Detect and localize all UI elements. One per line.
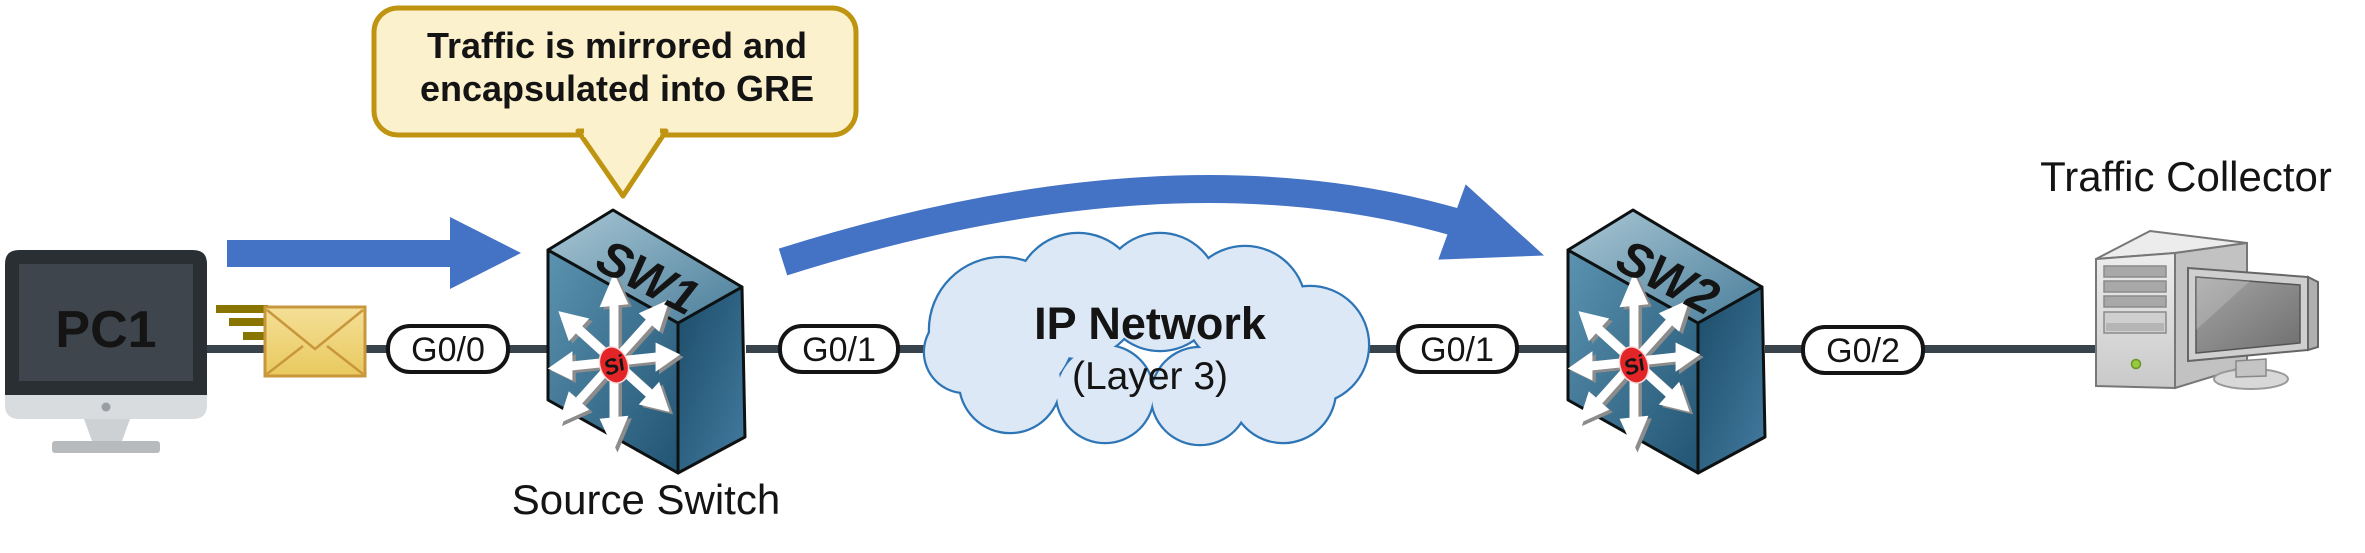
pc-icon: PC1	[5, 250, 207, 453]
interface-pill-label: G0/2	[1826, 332, 1900, 370]
pc-stand-neck	[84, 419, 130, 441]
power-led	[2130, 358, 2142, 370]
callout-tail	[575, 128, 669, 199]
callout-text-line1: Traffic is mirrored and	[427, 25, 807, 66]
envelope-icon	[263, 305, 367, 378]
interface-pill-g0-1-right: G0/1	[1396, 324, 1519, 374]
interface-pill-label: G0/1	[1420, 331, 1494, 369]
callout-text-line2: encapsulated into GRE	[420, 68, 814, 109]
cloud-title: IP Network	[1034, 298, 1267, 349]
speed-lines-icon	[216, 305, 268, 340]
switch-icon-sw2: SW2	[1568, 210, 1765, 473]
sw1-caption: Source Switch	[512, 476, 780, 523]
cloud-icon: IP Network (Layer 3)	[922, 231, 1371, 447]
curved-arrow-icon	[778, 175, 1545, 276]
interface-pill-label: G0/0	[411, 331, 485, 369]
interface-pill-label: G0/1	[802, 331, 876, 369]
callout-bubble: Traffic is mirrored and encapsulated int…	[371, 5, 859, 199]
arrow-right-icon	[227, 217, 521, 289]
interface-pill-g0-1-left: G0/1	[778, 324, 900, 374]
pc-stand-base	[52, 441, 160, 453]
interface-pill-g0-2: G0/2	[1801, 325, 1925, 375]
collector-label: Traffic Collector	[2040, 153, 2332, 200]
pc1-label: PC1	[55, 301, 156, 359]
switch-icon-sw1: SW1	[548, 210, 745, 473]
monitor-icon	[2187, 266, 2319, 390]
interface-pill-g0-0: G0/0	[386, 324, 510, 374]
pc-camera-dot	[101, 402, 111, 412]
cloud-subtitle: (Layer 3)	[1072, 355, 1228, 398]
